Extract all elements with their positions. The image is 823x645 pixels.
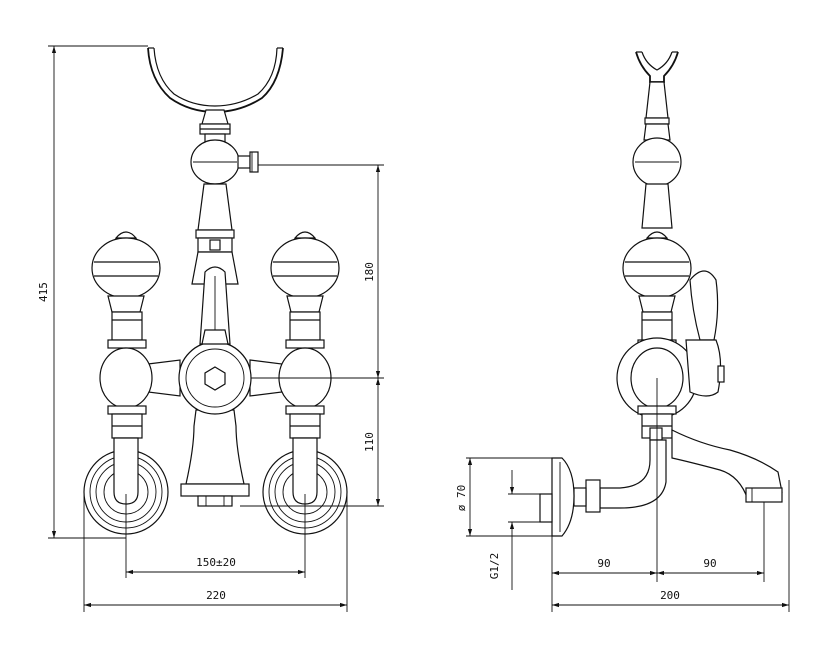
dim-spout-right: 90 <box>703 557 716 570</box>
front-dimensions: 415 180 110 150±20 220 <box>37 45 384 612</box>
left-handle-knob <box>91 237 161 299</box>
shower-cradle <box>147 47 284 113</box>
left-valve <box>83 231 169 535</box>
dim-spout-left: 90 <box>597 557 610 570</box>
dim-width-total: 220 <box>206 589 226 602</box>
side-escutcheon <box>551 457 575 537</box>
aerator <box>197 495 233 507</box>
side-dimensions: ø 70 G1/2 90 90 200 <box>455 378 790 612</box>
dim-height-total: 415 <box>37 282 50 302</box>
dim-height-upper: 180 <box>363 262 376 282</box>
right-handle-knob <box>270 237 340 299</box>
side-view <box>539 51 783 537</box>
dim-escutcheon-dia: ø 70 <box>455 485 468 512</box>
side-shower-cradle <box>635 51 679 83</box>
front-view <box>83 47 348 535</box>
dim-height-lower: 110 <box>363 432 376 452</box>
right-valve <box>262 231 348 535</box>
riser-tube <box>197 183 233 231</box>
dim-depth-total: 200 <box>660 589 680 602</box>
side-diverter-lever <box>689 270 719 341</box>
dim-spacing: 150±20 <box>196 556 236 569</box>
dim-thread: G1/2 <box>488 553 501 580</box>
